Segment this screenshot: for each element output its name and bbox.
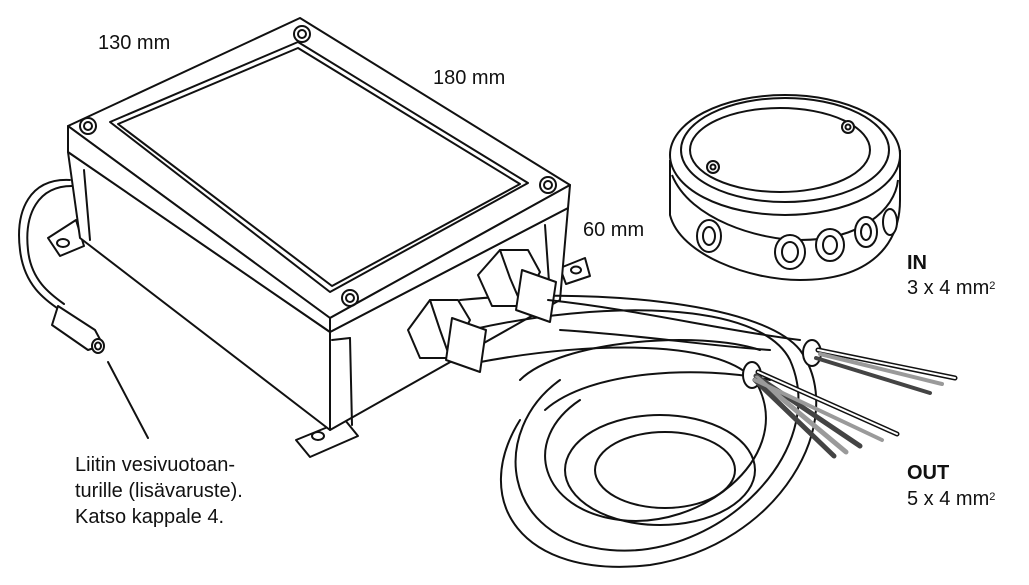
- cable-in-spec-text: 3 x 4 mm: [907, 277, 990, 299]
- wires-in: [814, 347, 958, 395]
- pointer-line: [107, 361, 149, 439]
- note-line-2: turille (lisävaruste).: [75, 480, 243, 502]
- cable-out-spec-sup: 2: [989, 491, 996, 503]
- cable-in-title: IN: [907, 252, 927, 274]
- cable-out-spec: 5 x 4 mm2: [907, 487, 995, 511]
- sensor-cable: [18, 178, 105, 354]
- wires-out: [752, 369, 900, 459]
- round-junction-box: [669, 94, 901, 282]
- control-box: [67, 17, 571, 431]
- sensor-connector-note: Liitin vesivuotoan- turille (lisävaruste…: [75, 452, 243, 530]
- cable-out-title: OUT: [907, 462, 950, 484]
- note-line-3: Katso kappale 4.: [75, 506, 224, 528]
- dimension-length-label: 180 mm: [433, 67, 506, 89]
- note-line-1: Liitin vesivuotoan-: [75, 454, 236, 476]
- mounting-flange: [47, 219, 591, 458]
- cable-in-spec-sup: 2: [989, 280, 996, 292]
- cable-out-spec-text: 5 x 4 mm: [907, 488, 990, 510]
- cable-coil: [459, 294, 818, 568]
- cable-in-spec: 3 x 4 mm2: [907, 276, 995, 300]
- cable-gland: [407, 249, 557, 373]
- dimension-height-label: 60 mm: [583, 219, 645, 241]
- dimension-width-label: 130 mm: [98, 32, 171, 54]
